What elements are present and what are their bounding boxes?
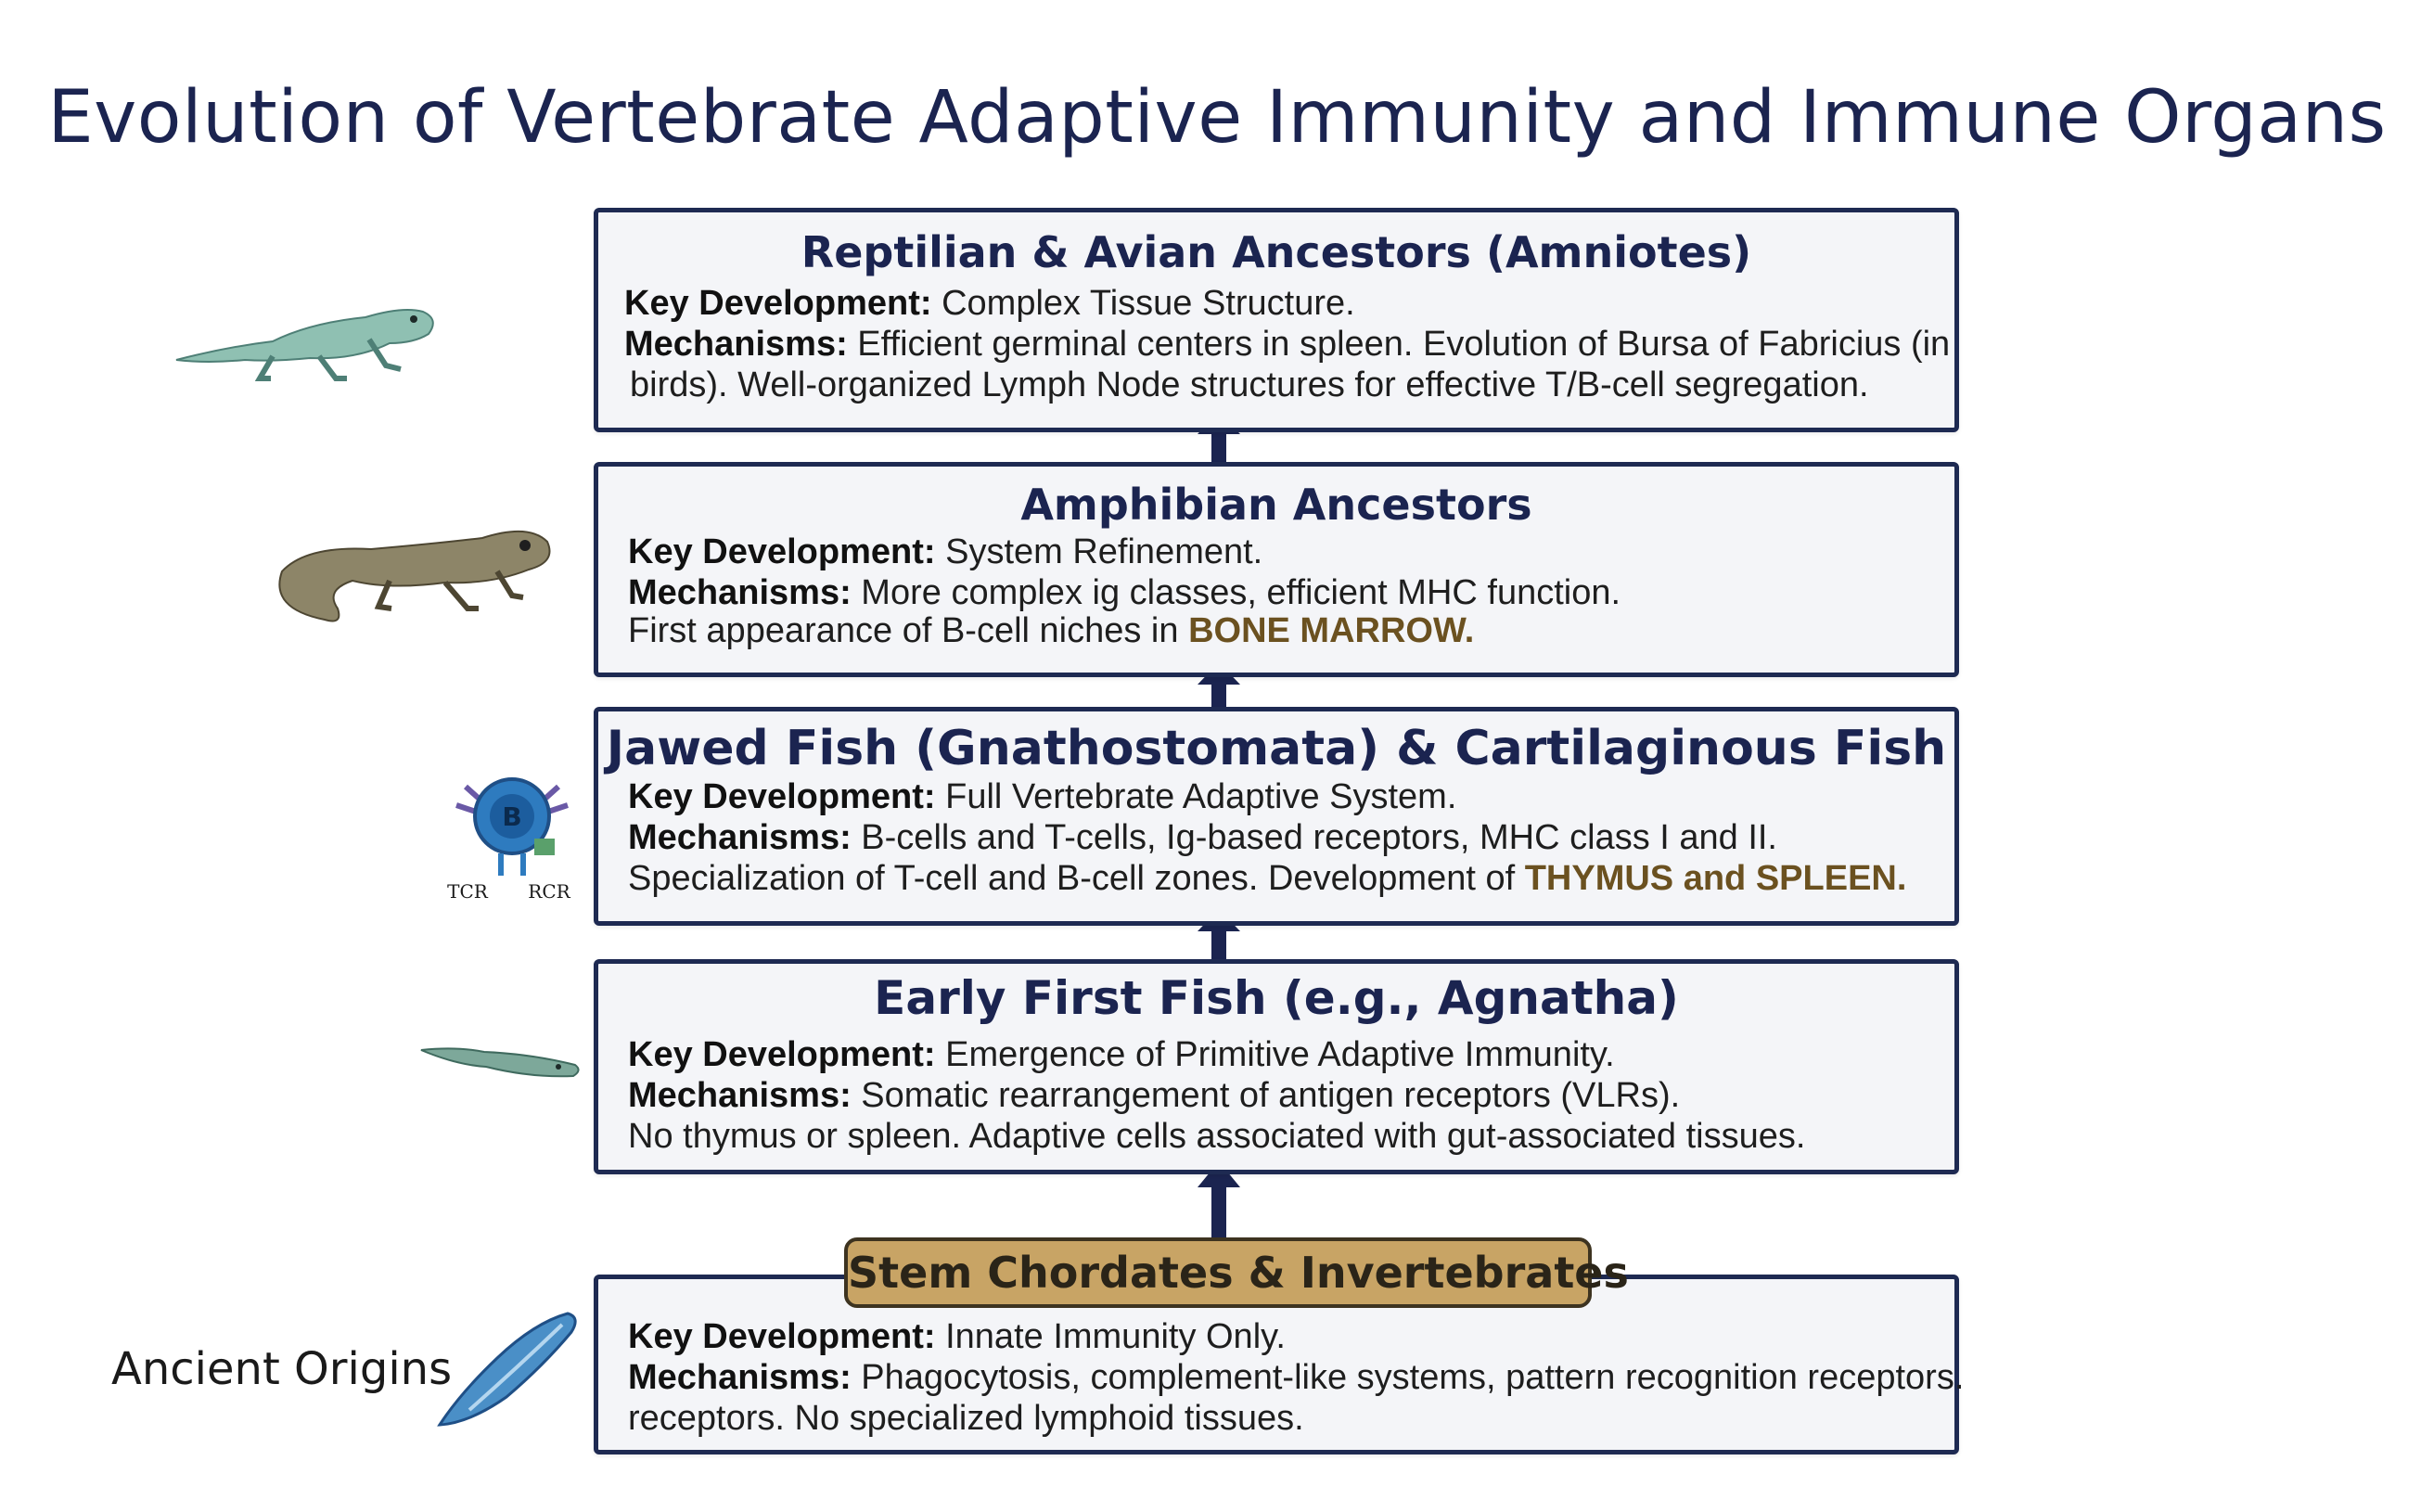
key-development-label: Key Development: xyxy=(628,532,936,571)
lymphocyte-icon: B TCR RCR xyxy=(447,777,571,903)
salamander-icon xyxy=(278,530,551,622)
key-development-label: Key Development: xyxy=(624,284,932,323)
rcr-label: RCR xyxy=(528,880,570,903)
mechanisms-text: Somatic rearrangement of antigen recepto… xyxy=(851,1076,1681,1115)
key-development-text: Innate Immunity Only. xyxy=(935,1317,1286,1356)
mechanisms-text: Efficient germinal centers in spleen. Ev… xyxy=(847,325,1951,364)
detail-line: Specialization of T-cell and B-cell zone… xyxy=(598,858,1954,899)
key-development-line: Key Development: Emergence of Primitive … xyxy=(598,1034,1954,1075)
mechanisms-label: Mechanisms: xyxy=(628,818,852,857)
mechanisms-label: Mechanisms: xyxy=(628,1358,852,1397)
mechanisms-text: Phagocytosis, complement-like systems, p… xyxy=(851,1358,1965,1397)
ancient-origins-label: Ancient Origins xyxy=(111,1343,453,1395)
stage-title: Jawed Fish (Gnathostomata) & Cartilagino… xyxy=(606,721,1947,776)
diagram-title: Evolution of Vertebrate Adaptive Immunit… xyxy=(47,76,2387,160)
key-development-line: Key Development: Innate Immunity Only. xyxy=(598,1316,1954,1357)
detail-line: birds). Well-organized Lymph Node struct… xyxy=(630,365,1869,404)
stage-title: Reptilian & Avian Ancestors (Amniotes) xyxy=(801,227,1752,277)
mechanisms-label: Mechanisms: xyxy=(628,1076,852,1115)
key-development-text: Emergence of Primitive Adaptive Immunity… xyxy=(935,1035,1615,1074)
key-development-text: System Refinement. xyxy=(935,532,1263,571)
stage-box-agnatha: Early First Fish (e.g., Agnatha) Key Dev… xyxy=(594,959,1959,1174)
mechanisms-line: Mechanisms: Efficient germinal centers i… xyxy=(598,324,1954,365)
arrow-up-icon xyxy=(1198,1161,1240,1241)
jawless-fish-icon xyxy=(420,1047,580,1078)
lancelet-icon xyxy=(437,1312,577,1427)
key-development-text: Complex Tissue Structure. xyxy=(931,284,1355,323)
detail-line: receptors. No specialized lymphoid tissu… xyxy=(628,1399,1304,1438)
mechanisms-text: B-cells and T-cells, Ig-based receptors,… xyxy=(851,818,1777,857)
key-development-label: Key Development: xyxy=(628,1035,936,1074)
stage-box-amphibian: Amphibian Ancestors Key Development: Sys… xyxy=(594,462,1959,677)
key-development-line: Key Development: Full Vertebrate Adaptiv… xyxy=(598,776,1954,817)
tcr-label: TCR xyxy=(447,880,489,903)
key-development-line: Key Development: Complex Tissue Structur… xyxy=(598,283,1954,324)
stage-box-amniotes: Reptilian & Avian Ancestors (Amniotes) K… xyxy=(594,208,1959,432)
mechanisms-line: Mechanisms: Phagocytosis, complement-lik… xyxy=(598,1357,1964,1398)
reptile-icon xyxy=(175,309,434,381)
mechanisms-label: Mechanisms: xyxy=(624,325,848,364)
mechanisms-line: Mechanisms: Somatic rearrangement of ant… xyxy=(598,1075,1954,1116)
detail-line: No thymus or spleen. Adaptive cells asso… xyxy=(628,1117,1806,1156)
key-development-label: Key Development: xyxy=(628,1317,936,1356)
stage-title: Early First Fish (e.g., Agnatha) xyxy=(874,971,1679,1025)
key-development-text: Full Vertebrate Adaptive System. xyxy=(935,777,1457,816)
mechanisms-text: More complex ig classes, efficient MHC f… xyxy=(851,573,1621,612)
key-development-line: Key Development: System Refinement. xyxy=(598,532,1954,572)
detail-line: First appearance of B-cell niches in BON… xyxy=(598,613,1954,648)
stage-box-jawed-fish: Jawed Fish (Gnathostomata) & Cartilagino… xyxy=(594,707,1959,926)
stage-title: Amphibian Ancestors xyxy=(1020,480,1532,530)
organ-highlight: BONE MARROW. xyxy=(1188,611,1475,650)
mechanisms-line: Mechanisms: B-cells and T-cells, Ig-base… xyxy=(598,817,1954,858)
stem-chordates-badge: Stem Chordates & Invertebrates xyxy=(844,1237,1629,1308)
detail-text: Specialization of T-cell and B-cell zone… xyxy=(628,859,1525,898)
cell-letter: B xyxy=(502,801,521,832)
mechanisms-label: Mechanisms: xyxy=(628,573,852,612)
mechanisms-line: Mechanisms: More complex ig classes, eff… xyxy=(598,572,1954,613)
detail-text: First appearance of B-cell niches in xyxy=(628,611,1189,650)
key-development-label: Key Development: xyxy=(628,777,936,816)
organ-highlight: THYMUS and SPLEEN. xyxy=(1524,859,1907,898)
